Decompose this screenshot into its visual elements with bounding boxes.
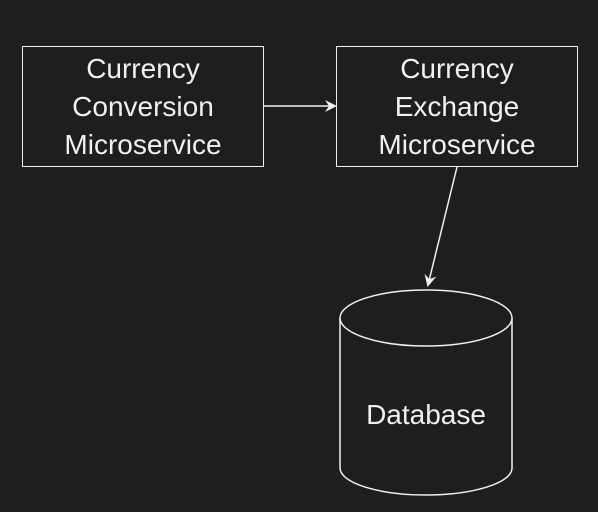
currency-exchange-node: Currency Exchange Microservice xyxy=(336,46,578,167)
currency-conversion-label: Currency Conversion Microservice xyxy=(64,52,222,160)
database-label: Database xyxy=(366,399,486,430)
currency-conversion-node: Currency Conversion Microservice xyxy=(22,46,264,167)
edge-exchange-to-database xyxy=(424,166,458,287)
currency-exchange-label: Currency Exchange Microservice xyxy=(378,52,536,160)
database-cylinder xyxy=(339,289,513,496)
